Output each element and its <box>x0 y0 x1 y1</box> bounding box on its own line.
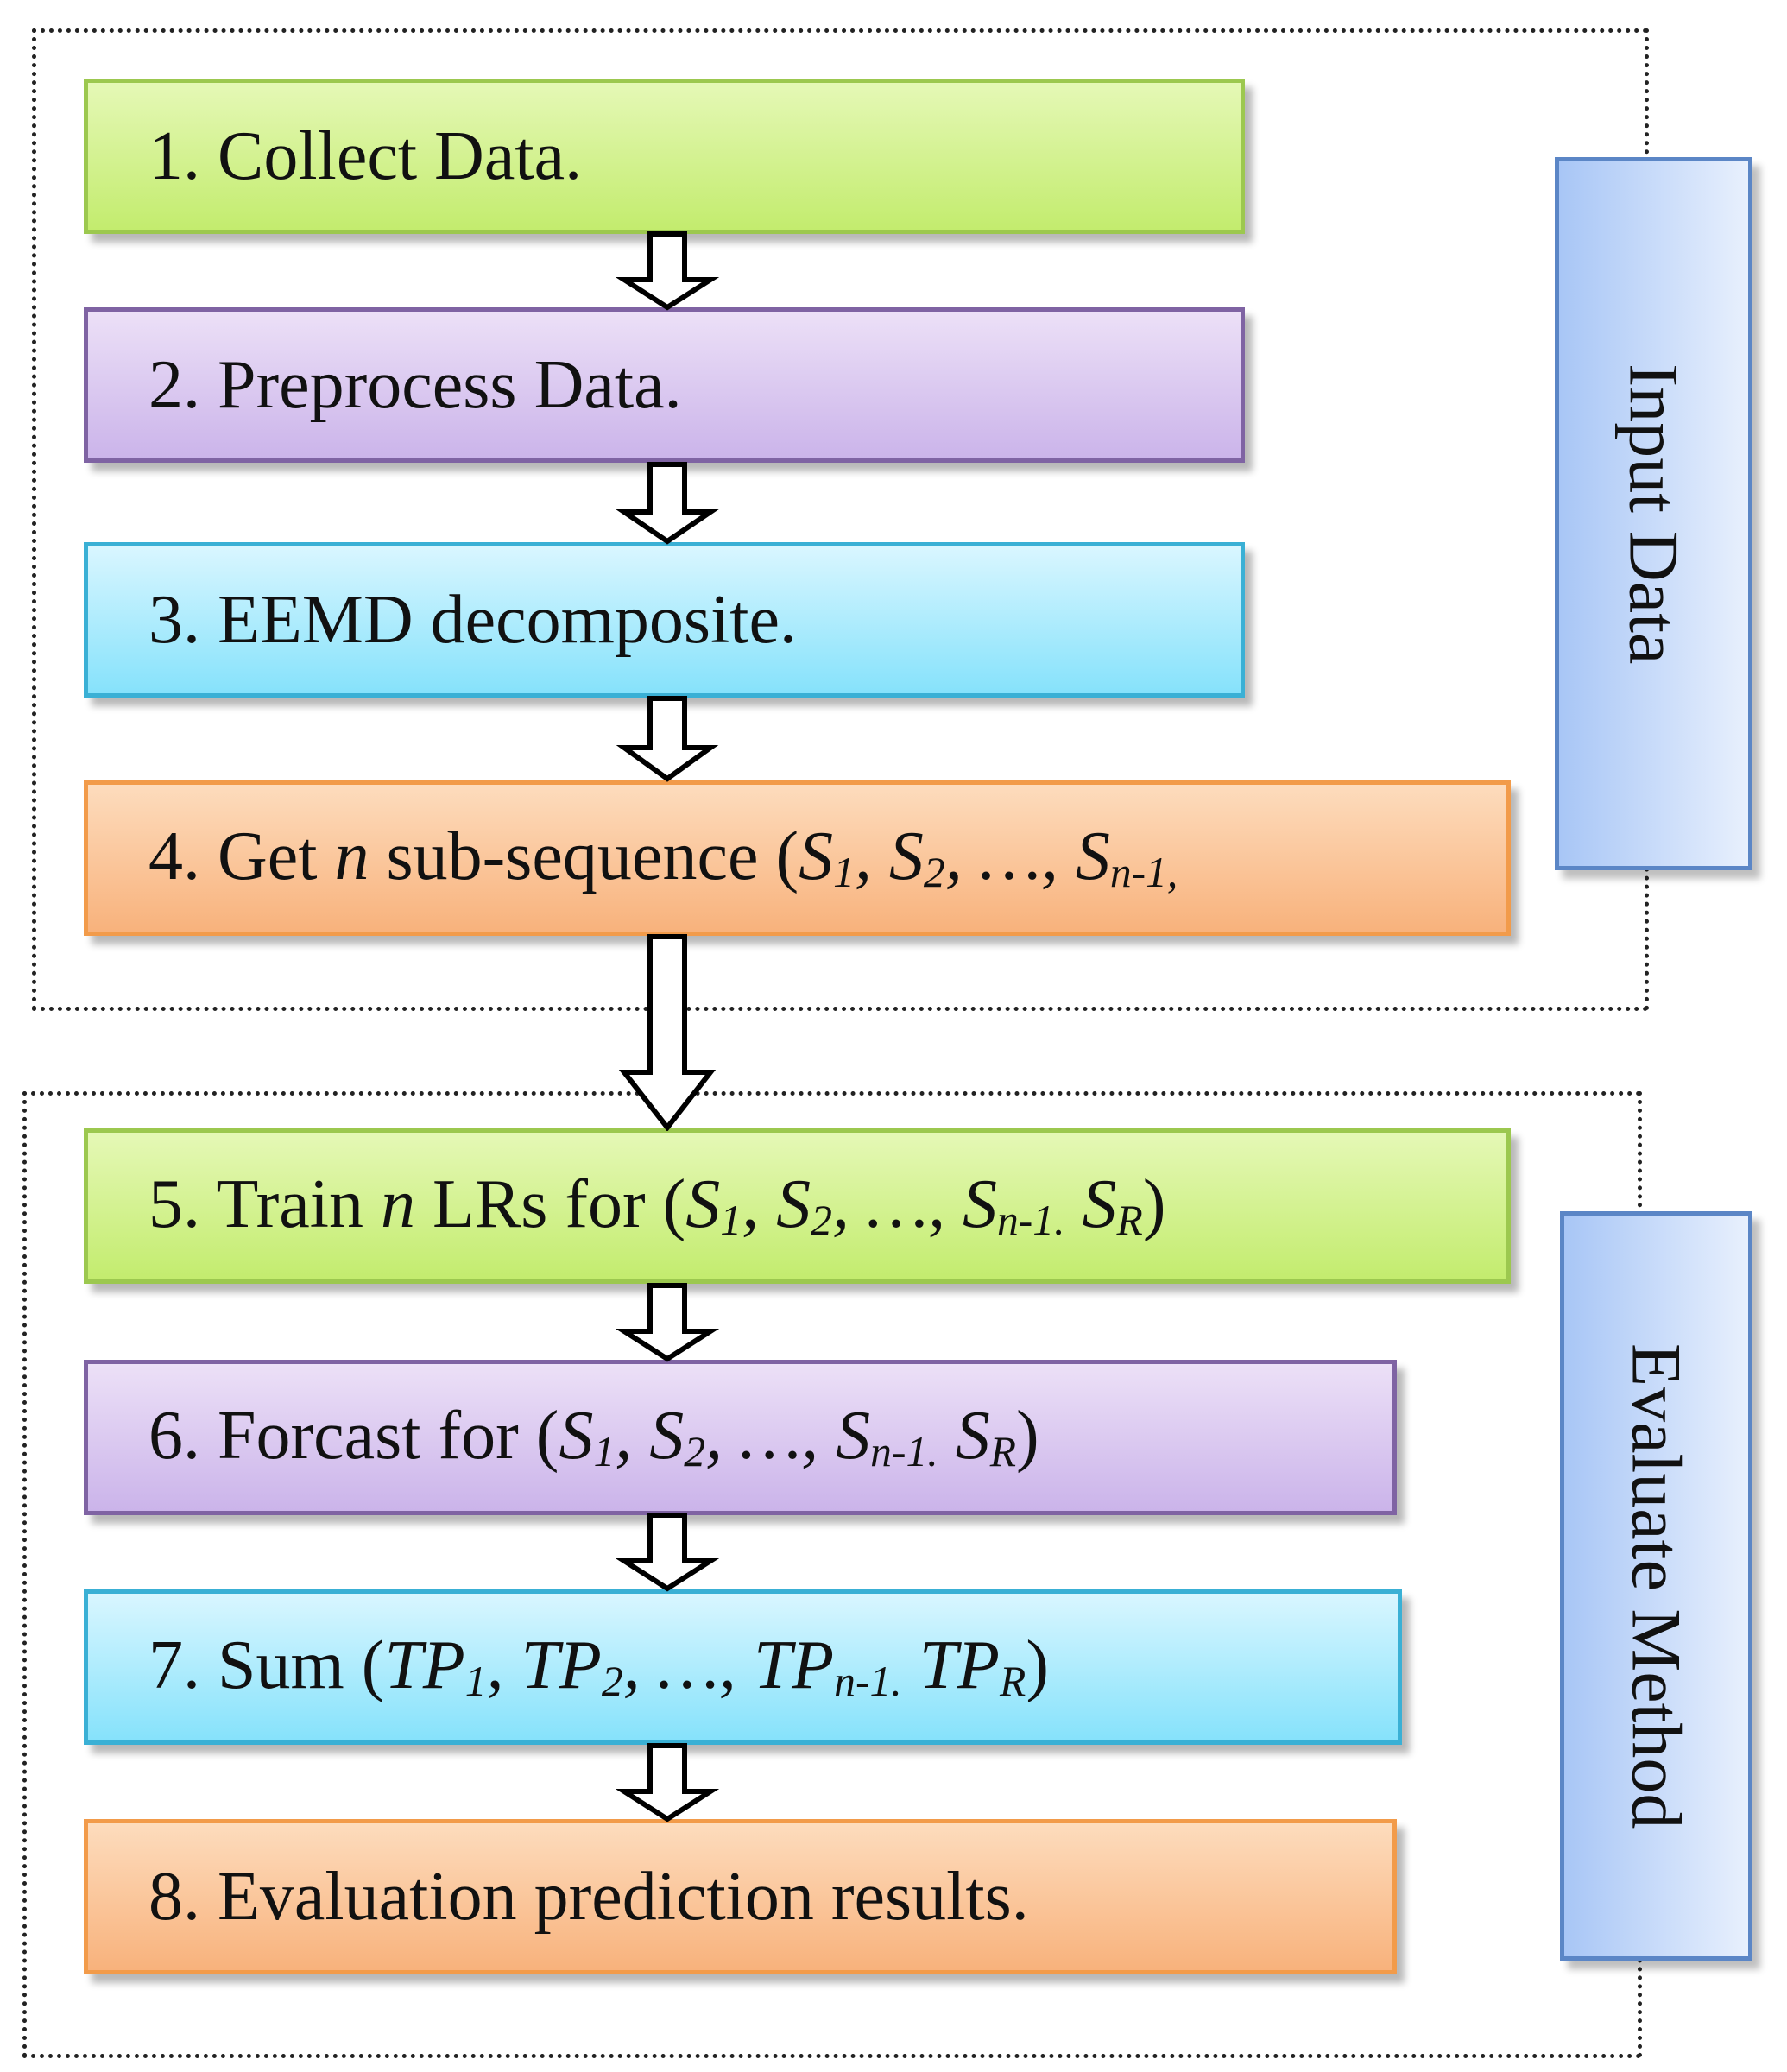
step-collect-data: 1. Collect Data. <box>84 79 1245 234</box>
step-get-sub-sequence: 4. Get n sub-sequence (S1, S2, …, Sn-1, <box>84 780 1511 936</box>
italic-text: S <box>938 1398 990 1475</box>
italic-text: TP <box>521 1627 602 1704</box>
evaluate-method-side-label: Evaluate Method <box>1560 1211 1752 1961</box>
italic-text: , …, <box>622 1627 754 1704</box>
step-preprocess-data: 2. Preprocess Data. <box>84 307 1245 463</box>
text-run: sub-sequence ( <box>369 818 799 895</box>
down-arrow-icon <box>616 1283 719 1362</box>
text-run: LRs for ( <box>414 1166 686 1243</box>
text-run: ) <box>1015 1398 1039 1475</box>
italic-text: , <box>486 1627 521 1704</box>
subscript: 2 <box>923 849 945 897</box>
italic-text: TP <box>384 1627 465 1704</box>
italic-text: TP <box>753 1627 835 1704</box>
down-arrow-icon <box>616 231 719 311</box>
evaluate-method-label: Evaluate Method <box>1617 1342 1696 1829</box>
subscript: R <box>1000 1658 1026 1706</box>
text-run: 6. Forcast for ( <box>148 1398 559 1475</box>
down-arrow-icon <box>616 1513 719 1592</box>
subscript: 2 <box>684 1428 706 1476</box>
text-run: 3. EEMD decomposite. <box>148 582 797 658</box>
subscript: 1 <box>720 1197 742 1245</box>
text-run: 1. Collect Data. <box>148 118 583 194</box>
subscript: R <box>1116 1197 1143 1245</box>
italic-text: S <box>559 1398 594 1475</box>
text-run: 7. Sum ( <box>148 1627 385 1704</box>
step-label: 1. Collect Data. <box>148 122 582 191</box>
italic-text: S <box>1064 1166 1117 1243</box>
step-label: 8. Evaluation prediction results. <box>148 1862 1029 1931</box>
subscript: 1 <box>593 1428 616 1476</box>
step-label: 5. Train n LRs for (S1, S2, …, Sn-1. SR) <box>148 1170 1165 1242</box>
italic-text: , <box>742 1166 777 1243</box>
italic-text: S <box>776 1166 811 1243</box>
italic-text: S <box>836 1398 871 1475</box>
step-sum: 7. Sum (TP1, TP2, …, TPn-1. TPR) <box>84 1589 1402 1745</box>
subscript: n-1. <box>870 1428 938 1476</box>
input-data-side-label: Input Data <box>1555 157 1752 870</box>
step-evaluation-results: 8. Evaluation prediction results. <box>84 1819 1397 1974</box>
italic-text: S <box>963 1166 997 1243</box>
subscript: 1 <box>464 1658 487 1706</box>
step-eemd-decomposite: 3. EEMD decomposite. <box>84 542 1245 698</box>
italic-text: TP <box>901 1627 1001 1704</box>
italic-text: , …, <box>831 1166 963 1243</box>
subscript: n-1. <box>997 1197 1065 1245</box>
text-run: 5. Train <box>148 1166 381 1243</box>
subscript: 1 <box>833 849 855 897</box>
italic-text: S <box>1075 818 1110 895</box>
italic-text: S <box>649 1398 685 1475</box>
italic-text: , <box>854 818 889 895</box>
step-label: 4. Get n sub-sequence (S1, S2, …, Sn-1, <box>148 822 1178 894</box>
subscript: 2 <box>601 1658 623 1706</box>
step-label: 6. Forcast for (S1, S2, …, Sn-1. SR) <box>148 1401 1039 1474</box>
italic-text: n <box>380 1166 415 1243</box>
down-arrow-icon <box>616 462 719 545</box>
step-label: 7. Sum (TP1, TP2, …, TPn-1. TPR) <box>148 1631 1049 1703</box>
italic-text: , <box>615 1398 650 1475</box>
italic-text: S <box>799 818 834 895</box>
down-arrow-icon <box>616 696 719 782</box>
text-run: 4. Get <box>148 818 335 895</box>
text-run: 2. Preprocess Data. <box>148 347 682 423</box>
text-run: ) <box>1026 1627 1049 1704</box>
italic-text: S <box>888 818 924 895</box>
subscript: R <box>989 1428 1016 1476</box>
step-label: 3. EEMD decomposite. <box>148 585 797 654</box>
italic-text: n <box>334 818 369 895</box>
text-run: ) <box>1142 1166 1166 1243</box>
italic-text: , …, <box>705 1398 837 1475</box>
italic-text: , …, <box>944 818 1076 895</box>
down-arrow-icon <box>618 934 717 1131</box>
step-label: 2. Preprocess Data. <box>148 351 682 420</box>
subscript: n-1. <box>834 1658 902 1706</box>
text-run: 8. Evaluation prediction results. <box>148 1859 1029 1935</box>
subscript: 2 <box>811 1197 832 1245</box>
input-data-label: Input Data <box>1614 363 1694 665</box>
step-train-lrs: 5. Train n LRs for (S1, S2, …, Sn-1. SR) <box>84 1128 1511 1284</box>
italic-text: S <box>685 1166 721 1243</box>
step-forcast: 6. Forcast for (S1, S2, …, Sn-1. SR) <box>84 1360 1397 1515</box>
down-arrow-icon <box>616 1743 719 1822</box>
subscript: n-1, <box>1109 849 1178 897</box>
